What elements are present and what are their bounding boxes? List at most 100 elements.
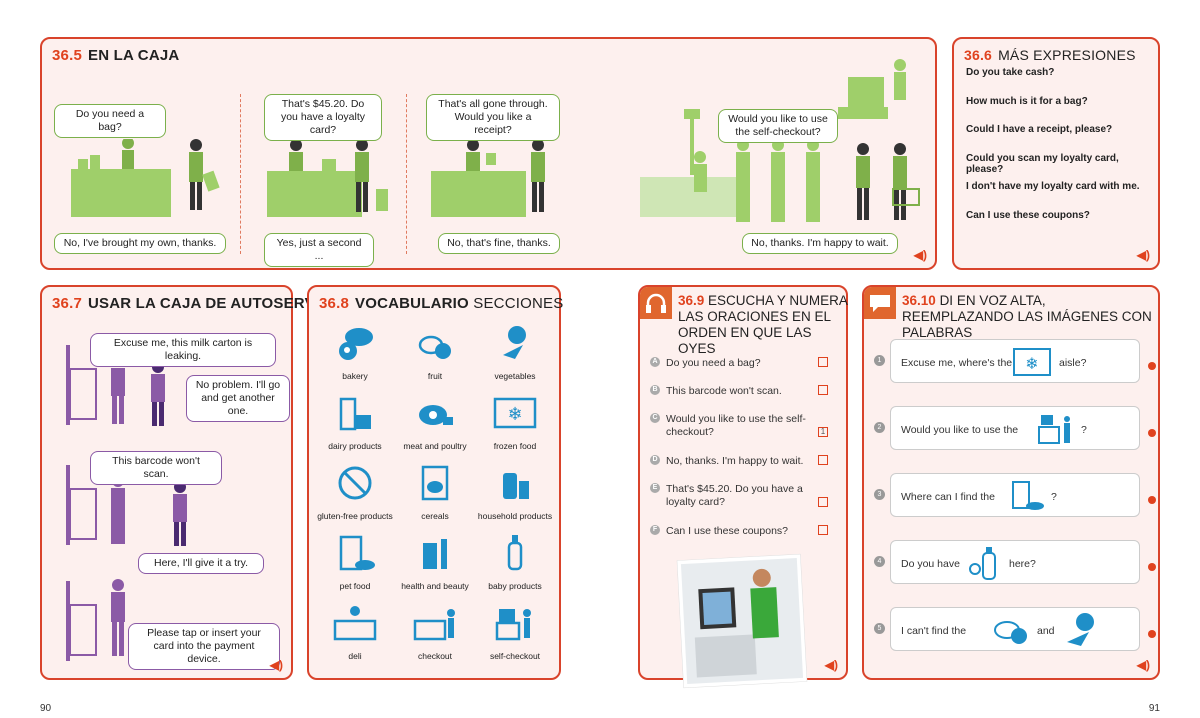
speech-bubble: No, I've brought my own, thanks.	[54, 233, 226, 254]
self-checkout-photo	[676, 553, 808, 689]
answer-box[interactable]	[818, 385, 828, 395]
expression: How much is it for a bag?	[966, 96, 1088, 107]
speech-bubble: No problem. I'll go and get another one.	[186, 375, 290, 422]
speaking-item: 1 Excuse me, where's the ❄ aisle?	[874, 339, 1156, 383]
baby-products-icon	[507, 535, 523, 571]
checkout-scene-illustration	[267, 139, 388, 217]
pet-food-icon	[339, 535, 375, 571]
speech-bubble: No, that's fine, thanks.	[438, 233, 560, 254]
vocab-dairy-products: dairy products	[315, 393, 395, 451]
answer-box[interactable]	[818, 455, 828, 465]
speech-bubble: Yes, just a second ...	[264, 233, 374, 267]
vocab-frozen-food: ❄ frozen food	[475, 393, 555, 451]
expression: Could you scan my loyalty card, please?	[966, 153, 1119, 175]
sentence-card: Where can I find the ?	[890, 473, 1140, 517]
audio-icon[interactable]: ◀)	[1136, 658, 1150, 672]
meat-and-poultry-icon	[419, 405, 453, 425]
frozen-food-icon: ❄	[1013, 348, 1051, 376]
vocab-household-products: household products	[475, 463, 555, 521]
speech-bubble: This barcode won't scan.	[90, 451, 222, 485]
checkout-scene-illustration	[71, 139, 220, 217]
vocab-deli: deli	[315, 603, 395, 661]
speaking-item: 3 Where can I find the ?	[874, 473, 1156, 517]
answer-box[interactable]: 1	[818, 427, 828, 437]
vocab-bakery: bakery	[315, 323, 395, 381]
audio-icon[interactable]: ◀)	[1136, 248, 1150, 262]
baby-products-icon	[969, 547, 996, 580]
speech-icon	[864, 287, 896, 319]
svg-text:❄: ❄	[1025, 354, 1038, 373]
page-number-left: 90	[40, 703, 52, 714]
speech-bubble: Here, I'll give it a try.	[138, 553, 264, 574]
speech-bubble: That's all gone through. Would you like …	[426, 94, 560, 141]
vocab-gluten-free-products: gluten-free products	[315, 463, 395, 521]
speaking-item: 4 Do you have here?	[874, 540, 1156, 584]
vocab-vegetables: vegetables	[475, 323, 555, 381]
pet-food-icon	[1012, 481, 1044, 510]
speak-icon[interactable]	[1146, 428, 1156, 438]
vegetables-icon	[1067, 613, 1094, 646]
deli-icon	[333, 606, 377, 641]
section-36-10: 36.10 DI EN VOZ ALTA, REEMPLAZANDO LAS I…	[862, 285, 1160, 680]
frozen-food-icon: ❄	[493, 397, 537, 429]
sentence-card: I can't find the and	[890, 607, 1140, 651]
queue-scene-illustration	[640, 59, 920, 222]
section-36-9: 36.9 ESCUCHA Y NUMERA LAS ORACIONES EN E…	[638, 285, 848, 689]
speech-bubble: That's $45.20. Do you have a loyalty car…	[264, 94, 382, 141]
vocab-checkout: checkout	[395, 603, 475, 661]
svg-text:❄: ❄	[507, 404, 522, 425]
sentence-card: Excuse me, where's the ❄ aisle?	[890, 339, 1140, 383]
bakery-icon	[339, 328, 373, 360]
answer-box[interactable]	[818, 357, 828, 367]
headphones-icon	[640, 287, 672, 319]
sentence-card: Do you have here?	[890, 540, 1140, 584]
vocab-health-and-beauty: health and beauty	[395, 533, 475, 591]
speech-bubble: Do you need a bag?	[54, 104, 166, 138]
vegetables-icon	[503, 326, 526, 359]
audio-icon[interactable]: ◀)	[913, 248, 927, 262]
speaking-item: 2 Would you like to use the ?	[874, 406, 1156, 450]
divider	[240, 94, 241, 254]
speak-icon[interactable]	[1146, 562, 1156, 572]
speak-icon[interactable]	[1146, 629, 1156, 639]
speak-icon[interactable]	[1146, 361, 1156, 371]
speech-bubble: No, thanks. I'm happy to wait.	[742, 233, 898, 254]
section-title: 36.9 ESCUCHA Y NUMERA LAS ORACIONES EN E…	[678, 293, 848, 356]
cereals-icon	[421, 465, 449, 501]
vocab-pet-food: pet food	[315, 533, 395, 591]
speaking-item: 5 I can't find the and	[874, 607, 1156, 651]
health-and-beauty-icon	[423, 539, 447, 569]
page-number-right: 91	[1148, 703, 1160, 714]
vocab-meat-and-poultry: meat and poultry	[395, 393, 475, 451]
speech-bubble: Would you like to use the self-checkout?	[718, 109, 838, 143]
vocab-cereals: cereals	[395, 463, 475, 521]
speak-icon[interactable]	[1146, 495, 1156, 505]
audio-icon[interactable]: ◀)	[824, 658, 838, 672]
checkout-scene-illustration	[431, 139, 545, 217]
answer-box[interactable]	[818, 525, 828, 535]
dairy-products-icon	[339, 397, 371, 431]
vocab-baby-products: baby products	[475, 533, 555, 591]
audio-icon[interactable]: ◀)	[269, 658, 283, 672]
speech-bubble: Please tap or insert your card into the …	[128, 623, 280, 670]
vocab-self-checkout: self-checkout	[475, 603, 555, 661]
gluten-free-icon	[338, 466, 372, 500]
expression: Do you take cash?	[966, 67, 1055, 78]
checkout-icon	[413, 609, 455, 641]
household-products-icon	[503, 473, 529, 499]
answer-box[interactable]	[818, 497, 828, 507]
expression: Can I use these coupons?	[966, 210, 1090, 221]
vocab-fruit: fruit	[395, 323, 475, 381]
self-checkout-icon	[1038, 415, 1070, 444]
expression: I don't have my loyalty card with me.	[966, 181, 1140, 192]
speech-bubble: Excuse me, this milk carton is leaking.	[90, 333, 276, 367]
fruit-icon	[418, 335, 451, 359]
sentence-card: Would you like to use the ?	[890, 406, 1140, 450]
